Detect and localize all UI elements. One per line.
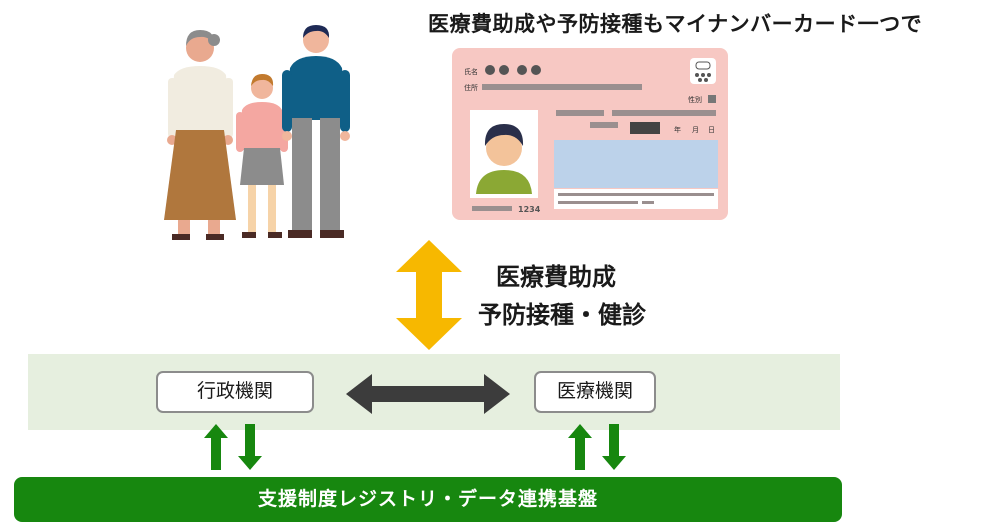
- family-illustration: [164, 25, 350, 240]
- service-label-line2: 予防接種・健診: [478, 301, 646, 329]
- yellow-double-arrow: [396, 240, 462, 350]
- medical-data-arrows: [568, 424, 626, 470]
- dark-double-arrow: [346, 374, 510, 414]
- service-label: 医療費助成 予防接種・健診: [478, 258, 646, 334]
- card-number: 1234: [518, 205, 541, 214]
- grandmother-figure: [164, 30, 236, 240]
- data-platform-bar: 支援制度レジストリ・データ連携基盤: [14, 477, 842, 522]
- card-name-label: 氏名: [464, 67, 478, 76]
- admin-agency-box: 行政機関: [156, 371, 314, 413]
- card-address-label: 住所: [464, 83, 478, 92]
- father-figure: [282, 25, 350, 238]
- my-number-card: 氏名 住所 性別 年 月 日 1234: [452, 48, 728, 220]
- card-month-label: 月: [692, 126, 699, 134]
- child-figure: [236, 74, 288, 238]
- service-label-line1: 医療費助成: [496, 263, 616, 291]
- card-day-label: 日: [708, 126, 715, 134]
- headline: 医療費助成や予防接種もマイナンバーカード一つで: [428, 12, 923, 36]
- card-graphic: 氏名 住所 性別 年 月 日 1234: [464, 58, 718, 214]
- card-sex-label: 性別: [688, 95, 702, 104]
- admin-data-arrows: [204, 424, 262, 470]
- card-year-label: 年: [674, 125, 681, 134]
- medical-institution-box: 医療機関: [534, 371, 656, 413]
